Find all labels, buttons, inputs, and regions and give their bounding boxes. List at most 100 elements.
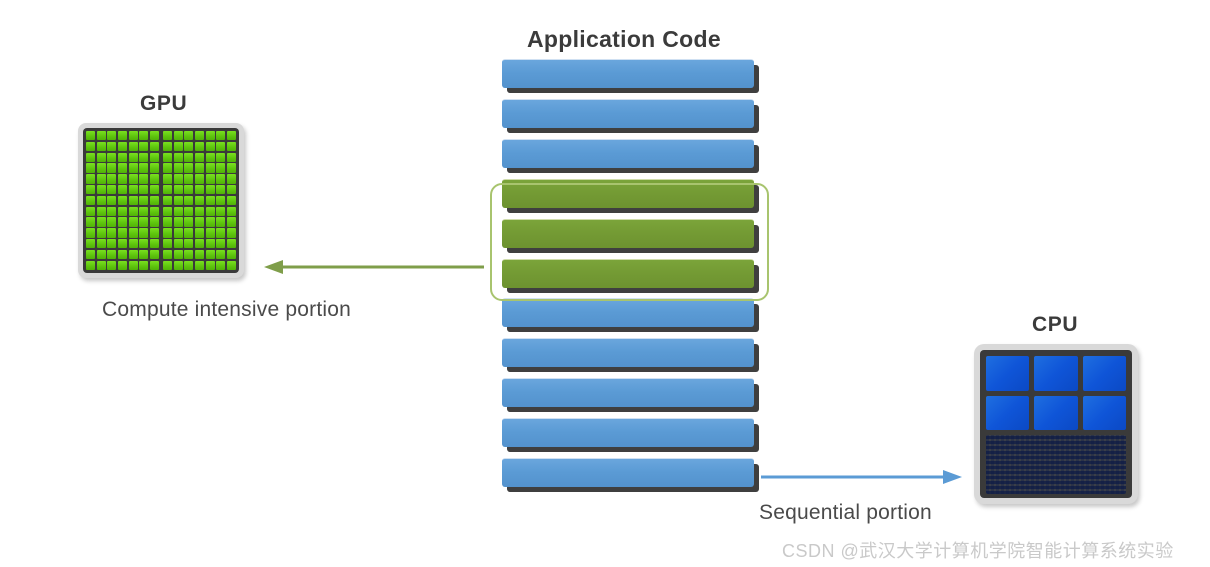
gpu-core	[107, 141, 117, 152]
code-bar-blue	[502, 138, 759, 173]
gpu-core	[173, 195, 183, 206]
gpu-core	[96, 174, 106, 184]
application-code-bars	[502, 59, 759, 497]
gpu-core	[226, 195, 236, 206]
gpu-core	[149, 163, 159, 173]
gpu-core	[184, 239, 194, 249]
gpu-core	[216, 185, 226, 195]
gpu-core	[149, 174, 159, 184]
gpu-core	[86, 228, 96, 238]
gpu-core	[149, 152, 159, 162]
gpu-core	[205, 249, 215, 260]
gpu-core	[86, 185, 96, 195]
gpu-core	[163, 152, 173, 162]
gpu-core	[216, 206, 226, 216]
code-bar-body	[502, 138, 754, 168]
gpu-core-grid-left	[86, 131, 159, 270]
gpu-core	[149, 131, 159, 141]
gpu-core	[173, 141, 183, 152]
gpu-core	[128, 228, 138, 238]
gpu-core	[194, 174, 205, 184]
gpu-core	[226, 249, 236, 260]
gpu-core	[86, 131, 96, 141]
gpu-core	[205, 131, 215, 141]
gpu-core	[173, 228, 183, 238]
gpu-core	[163, 131, 173, 141]
gpu-core	[117, 185, 128, 195]
gpu-core	[117, 206, 128, 216]
gpu-core	[184, 152, 194, 162]
gpu-core	[216, 174, 226, 184]
gpu-core	[96, 206, 106, 216]
gpu-core	[117, 152, 128, 162]
gpu-core	[96, 260, 106, 270]
gpu-core	[163, 206, 173, 216]
gpu-core	[149, 195, 159, 206]
gpu-core	[96, 195, 106, 206]
gpu-core	[205, 141, 215, 152]
gpu-core	[205, 217, 215, 227]
gpu-core	[107, 217, 117, 227]
cpu-caption: Sequential portion	[759, 501, 932, 524]
gpu-core	[149, 185, 159, 195]
gpu-core	[226, 239, 236, 249]
gpu-core	[184, 163, 194, 173]
gpu-core	[139, 141, 149, 152]
gpu-core	[194, 131, 205, 141]
gpu-die	[83, 128, 239, 273]
gpu-core	[226, 260, 236, 270]
gpu-core	[149, 206, 159, 216]
gpu-core	[184, 249, 194, 260]
gpu-core	[194, 260, 205, 270]
cpu-core	[1034, 356, 1078, 391]
code-bar-body	[502, 98, 754, 128]
gpu-core	[96, 131, 106, 141]
cpu-arrow-icon	[761, 470, 962, 484]
cpu-cache-region	[986, 435, 1126, 494]
gpu-core	[86, 260, 96, 270]
gpu-core	[86, 206, 96, 216]
cpu-core	[1082, 356, 1126, 391]
gpu-core	[96, 185, 106, 195]
gpu-core	[205, 239, 215, 249]
gpu-core	[117, 249, 128, 260]
gpu-core	[107, 195, 117, 206]
gpu-core	[86, 249, 96, 260]
gpu-core	[128, 239, 138, 249]
gpu-core	[86, 163, 96, 173]
gpu-core	[96, 228, 106, 238]
gpu-core	[194, 195, 205, 206]
gpu-core	[216, 141, 226, 152]
code-bar-blue	[502, 458, 759, 492]
gpu-core	[139, 217, 149, 227]
gpu-core	[128, 260, 138, 270]
gpu-core	[128, 249, 138, 260]
gpu-core	[226, 131, 236, 141]
gpu-core	[205, 195, 215, 206]
gpu-core	[205, 163, 215, 173]
gpu-core	[226, 152, 236, 162]
gpu-core	[184, 174, 194, 184]
gpu-core	[163, 141, 173, 152]
gpu-caption: Compute intensive portion	[102, 298, 351, 321]
gpu-core	[173, 206, 183, 216]
gpu-core	[117, 195, 128, 206]
cpu-core	[986, 395, 1030, 430]
gpu-core	[107, 239, 117, 249]
gpu-core	[226, 206, 236, 216]
cpu-core-grid	[986, 356, 1126, 430]
gpu-core	[163, 260, 173, 270]
gpu-core	[194, 141, 205, 152]
gpu-core	[216, 131, 226, 141]
gpu-core	[216, 239, 226, 249]
gpu-core	[86, 174, 96, 184]
gpu-core	[163, 228, 173, 238]
application-code-title: Application Code	[527, 26, 721, 52]
gpu-core	[139, 206, 149, 216]
cpu-core	[1082, 395, 1126, 430]
gpu-core	[149, 141, 159, 152]
gpu-core	[117, 131, 128, 141]
gpu-core	[128, 152, 138, 162]
gpu-core	[139, 152, 149, 162]
gpu-core	[139, 228, 149, 238]
